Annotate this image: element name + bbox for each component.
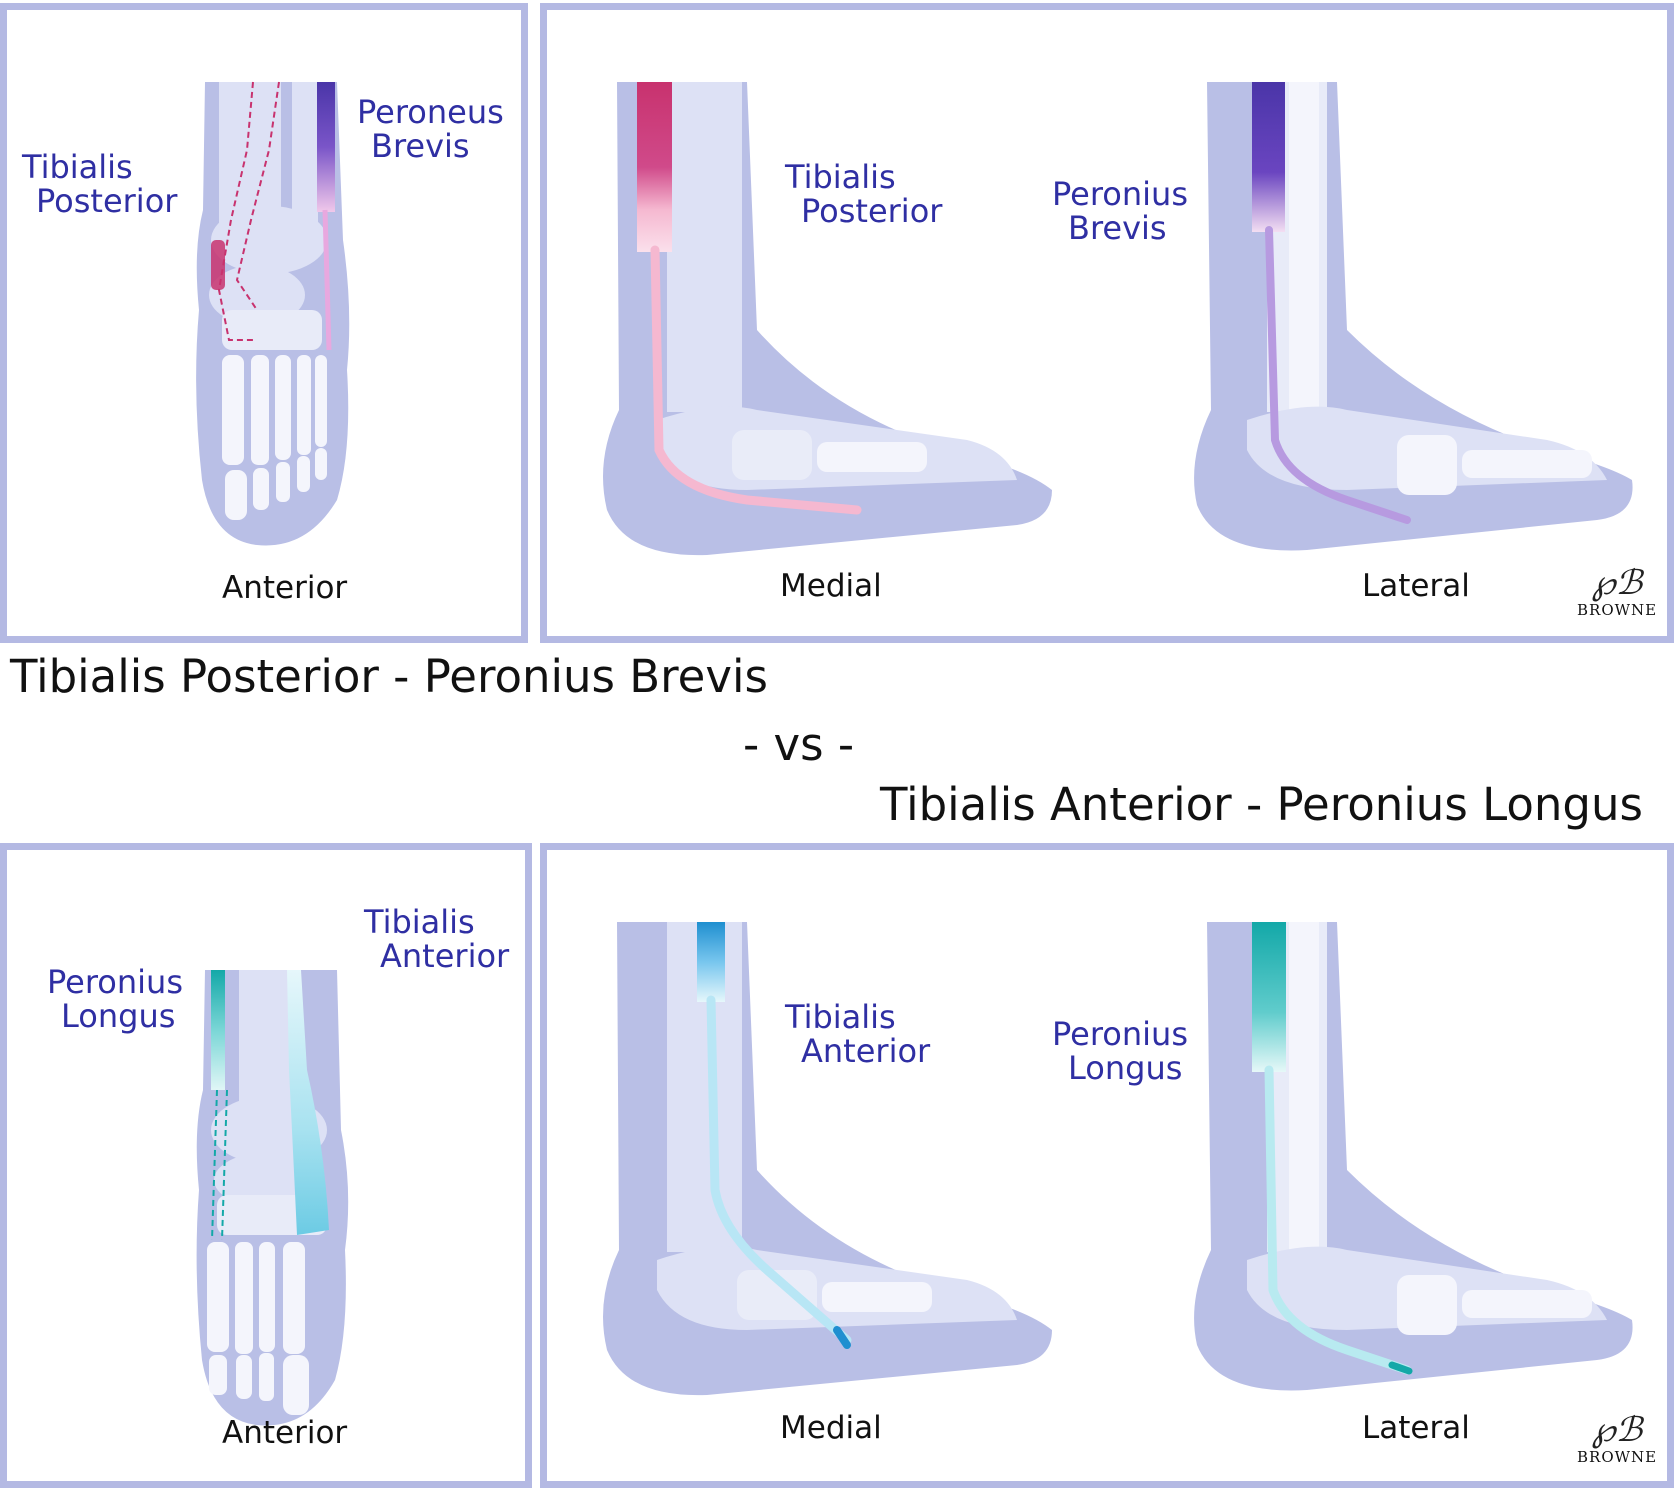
medial-tibialis-anterior-label: Tibialis Anterior <box>785 998 931 1070</box>
lateral-peronius-brevis-label: Peronius Brevis <box>1052 175 1188 247</box>
bottom-anterior-foot-illustration <box>196 970 349 1426</box>
top-lateral-foot <box>1194 82 1633 551</box>
bottom-browne-signature: ℘ℬ BROWNE <box>1577 1410 1658 1466</box>
bottom-lateral-foot <box>1194 922 1633 1391</box>
lateral-peronius-longus-label: Peronius Longus <box>1052 1015 1188 1087</box>
bottom-anterior-view-label: Anterior <box>222 1415 348 1451</box>
bottom-medial-foot <box>603 922 1052 1396</box>
tibialis-posterior-label: Tibialis Posterior <box>22 148 178 220</box>
heading-tibialis-posterior-peronius-brevis: Tibialis Posterior - Peronius Brevis <box>10 650 768 703</box>
top-side-views-panel: Tibialis Posterior Peronius Brevis Media… <box>540 3 1674 643</box>
top-side-views-illustration <box>603 82 1633 556</box>
bottom-lateral-view-label: Lateral <box>1362 1410 1470 1446</box>
medial-view-label: Medial <box>780 568 882 604</box>
top-anterior-panel: Tibialis Posterior Peroneus Brevis Anter… <box>0 3 528 643</box>
peroneus-brevis-label: Peroneus Brevis <box>357 93 504 165</box>
bottom-side-views-panel: Tibialis Anterior Peronius Longus Medial… <box>540 843 1674 1488</box>
anterior-view-label: Anterior <box>222 570 348 606</box>
lateral-view-label: Lateral <box>1362 568 1470 604</box>
tibialis-anterior-label: Tibialis Anterior <box>364 903 510 975</box>
medial-tibialis-posterior-label: Tibialis Posterior <box>785 158 943 230</box>
peronius-longus-label: Peronius Longus <box>47 963 183 1035</box>
top-anterior-foot-illustration <box>196 81 350 546</box>
browne-signature: ℘ℬ BROWNE <box>1577 563 1658 619</box>
heading-vs: - vs - <box>743 718 855 771</box>
bottom-medial-view-label: Medial <box>780 1410 882 1446</box>
bottom-anterior-panel: Peronius Longus Tibialis Anterior Anteri… <box>0 843 532 1488</box>
bottom-side-views-illustration <box>603 922 1633 1396</box>
top-medial-foot <box>603 82 1052 556</box>
heading-tibialis-anterior-peronius-longus: Tibialis Anterior - Peronius Longus <box>880 778 1643 831</box>
